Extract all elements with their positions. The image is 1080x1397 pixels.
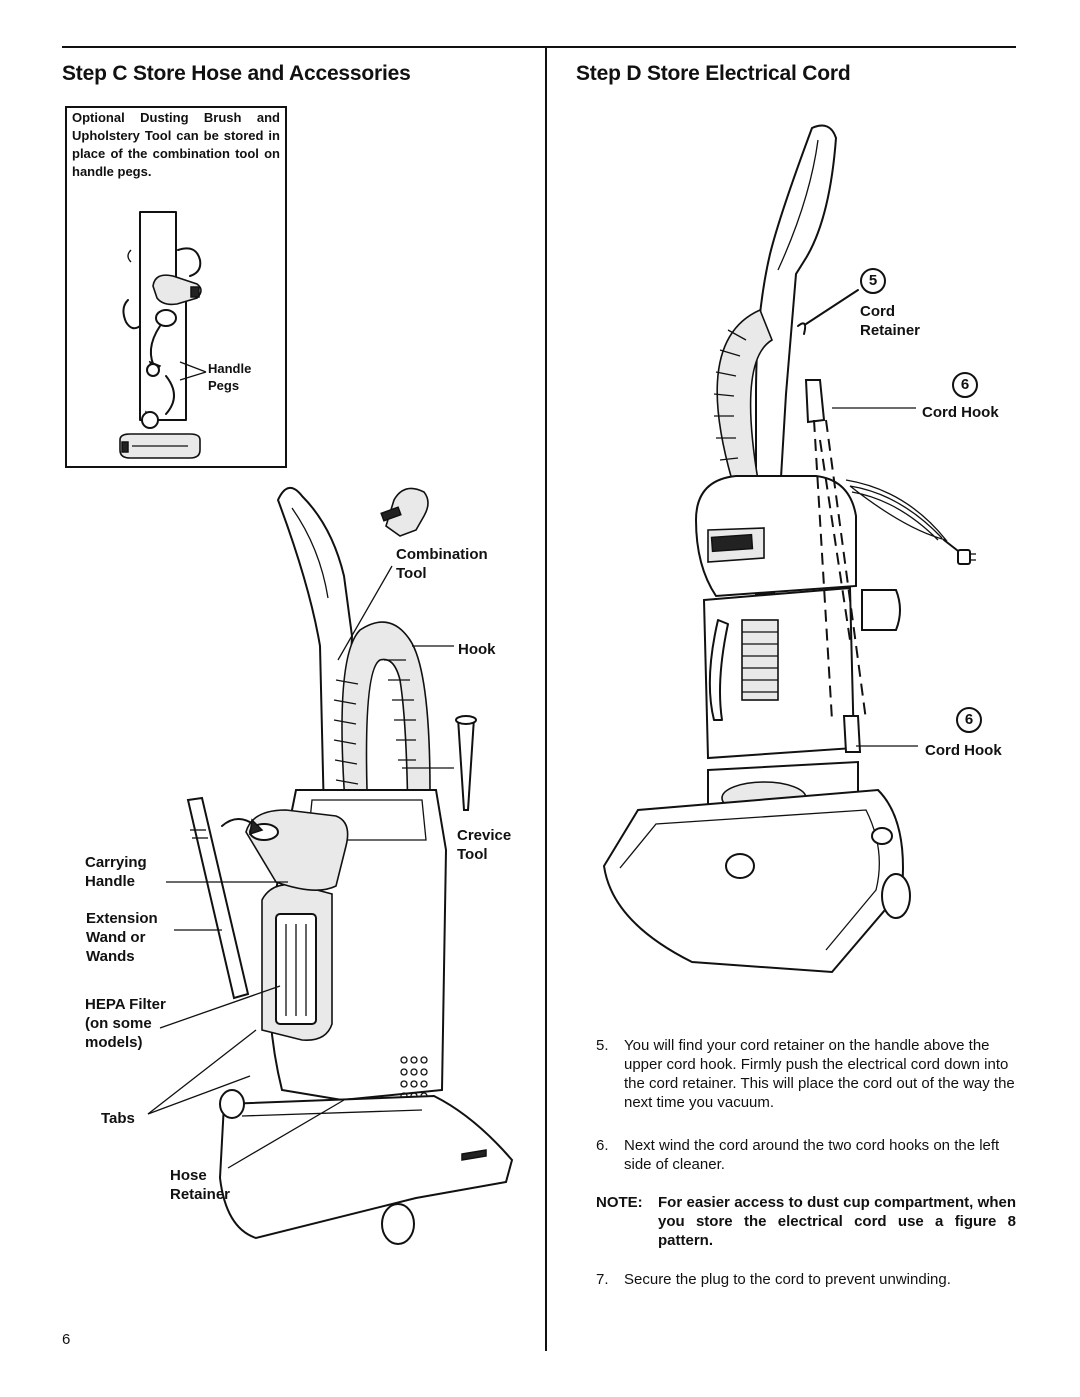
left-vacuum-illustration xyxy=(147,487,514,1245)
hook-label: Hook xyxy=(458,641,496,658)
step-5-paragraph: 5. You will find your cord retainer on t… xyxy=(596,1036,1020,1116)
top-rule xyxy=(62,46,1016,48)
step-6-text: Next wind the cord around the two cord h… xyxy=(624,1137,1000,1173)
page-number: 6 xyxy=(62,1331,71,1348)
note-text: For easier access to dust cup compartmen… xyxy=(658,1194,1016,1249)
step-7-paragraph: 7. Secure the plug to the cord to preven… xyxy=(596,1270,1020,1290)
note-paragraph: NOTE: For easier access to dust cup comp… xyxy=(596,1193,1020,1253)
callout-6-lower-badge: 6 xyxy=(956,707,982,733)
step-7-text: Secure the plug to the cord to prevent u… xyxy=(624,1271,951,1288)
right-vacuum-illustration xyxy=(602,124,976,974)
upper-cord-hook-label: Cord Hook xyxy=(922,404,999,421)
accessory-note-box xyxy=(65,106,287,468)
step-6-number: 6. xyxy=(596,1137,609,1154)
column-divider xyxy=(545,46,547,1351)
handle-pegs-label: Handle Pegs xyxy=(208,361,252,393)
crevice-tool-label: Crevice Tool xyxy=(457,827,512,863)
accessory-note-text: Optional Dusting Brush and Upholstery To… xyxy=(72,110,280,179)
hepa-filter-label: HEPA Filter (on some models) xyxy=(85,996,166,1051)
carrying-handle-label: Carrying Handle xyxy=(85,854,147,890)
step-d-heading: Step D Store Electrical Cord xyxy=(576,62,851,85)
step-5-text: You will find your cord retainer on the … xyxy=(624,1037,1015,1111)
step-5-number: 5. xyxy=(596,1037,609,1054)
handle-pegs-illustration xyxy=(119,211,207,459)
cord-retainer-label: Cord Retainer xyxy=(860,303,921,339)
callout-6-upper-badge: 6 xyxy=(952,372,978,398)
note-prefix: NOTE: xyxy=(596,1194,643,1211)
hose-retainer-label: Hose Retainer xyxy=(170,1167,231,1203)
tabs-label: Tabs xyxy=(101,1110,135,1127)
step-7-number: 7. xyxy=(596,1271,609,1288)
callout-5-badge: 5 xyxy=(860,268,886,294)
step-6-paragraph: 6. Next wind the cord around the two cor… xyxy=(596,1136,1020,1176)
step-c-heading: Step C Store Hose and Accessories xyxy=(62,62,411,85)
extension-wand-label: Extension Wand or Wands xyxy=(86,910,158,965)
combination-tool-label: Combination Tool xyxy=(396,546,488,582)
lower-cord-hook-label: Cord Hook xyxy=(925,742,1002,759)
